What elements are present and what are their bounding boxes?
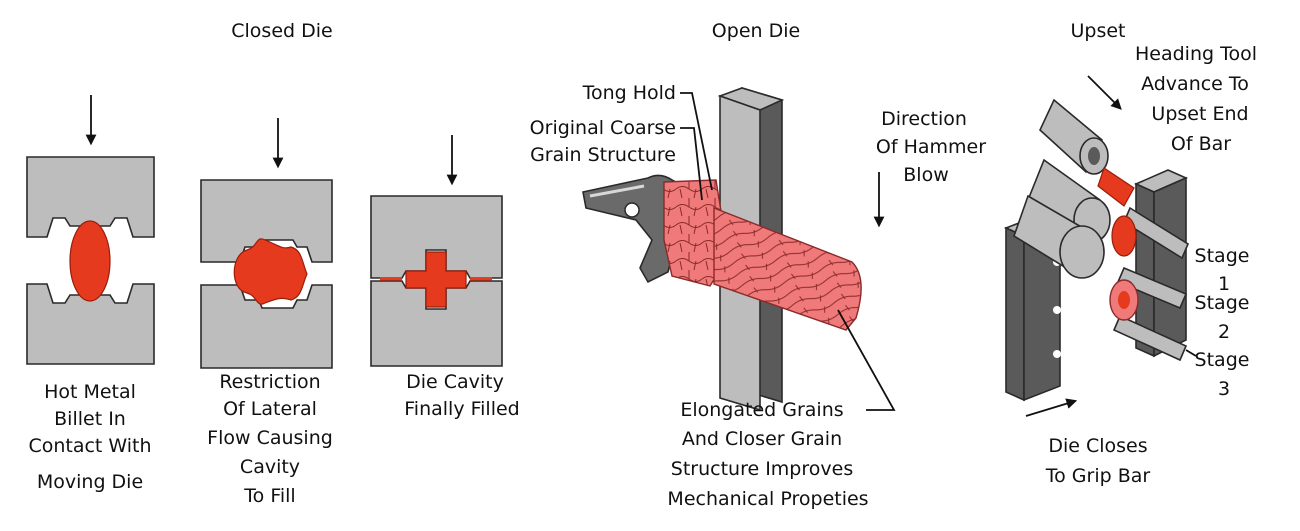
lower-die	[26, 283, 155, 365]
stage-3-label: Stage 3	[1195, 349, 1250, 400]
svg-text:Advance To: Advance To	[1141, 73, 1249, 95]
hot-billet	[69, 220, 111, 302]
svg-text:Die Closes: Die Closes	[1048, 435, 1147, 457]
svg-text:Hot Metal: Hot Metal	[44, 381, 136, 403]
hot-end-2	[1111, 215, 1137, 257]
svg-text:To Grip Bar: To Grip Bar	[1045, 465, 1151, 487]
svg-text:Upset End: Upset End	[1151, 103, 1248, 125]
closed-die-stage-2	[200, 118, 333, 369]
stage-1-label: Stage 1	[1195, 245, 1250, 295]
hammer-direction-label: Direction Of Hammer Blow	[876, 108, 986, 186]
heading-tool-3	[1013, 194, 1105, 279]
svg-text:2: 2	[1218, 321, 1230, 343]
die-closes-label: Die Closes To Grip Bar	[1045, 435, 1151, 487]
svg-text:Heading Tool: Heading Tool	[1135, 43, 1257, 65]
gripping-die-right	[1153, 176, 1187, 358]
svg-text:Blow: Blow	[903, 164, 948, 186]
tong-pivot-icon	[624, 202, 640, 218]
closed-die-stage-1	[26, 95, 155, 365]
svg-text:Of Lateral: Of Lateral	[223, 398, 317, 420]
upper-die	[26, 156, 155, 238]
open-die-title: Open Die	[712, 20, 800, 42]
leader-tong-hold	[680, 92, 713, 191]
svg-text:Stage: Stage	[1195, 292, 1250, 314]
svg-text:Billet In: Billet In	[54, 408, 126, 430]
svg-text:Direction: Direction	[881, 108, 967, 130]
svg-text:Stage: Stage	[1195, 245, 1250, 267]
tong-hold-label: Tong Hold	[582, 82, 676, 104]
filled-cavity	[405, 251, 467, 308]
svg-text:Finally Filled: Finally Filled	[404, 398, 519, 420]
svg-text:Flow Causing: Flow Causing	[207, 427, 333, 449]
svg-text:Grain Structure: Grain Structure	[530, 144, 676, 166]
closed-die-title: Closed Die	[231, 20, 332, 42]
elongated-grains-label: Elongated Grains And Closer Grain Struct…	[667, 399, 868, 510]
lower-die	[200, 284, 333, 369]
bar-stage-2	[1116, 266, 1188, 310]
svg-text:Die Cavity: Die Cavity	[406, 371, 504, 393]
closed-die-stage-3	[370, 135, 503, 367]
svg-text:Moving Die: Moving Die	[37, 471, 143, 493]
svg-text:Contact With: Contact With	[28, 435, 151, 457]
svg-text:Stage: Stage	[1195, 349, 1250, 371]
tool-advance-arrow-icon	[1087, 75, 1122, 110]
svg-text:Structure Improves: Structure Improves	[671, 458, 853, 480]
upset-assembly	[1003, 75, 1197, 417]
svg-text:1: 1	[1218, 273, 1230, 295]
heading-tool-1	[1039, 98, 1109, 175]
svg-text:Elongated Grains: Elongated Grains	[680, 399, 843, 421]
closed-die-stage-2-caption: Restriction Of Lateral Flow Causing Cavi…	[207, 371, 333, 507]
hot-billet	[233, 238, 308, 305]
svg-text:Mechanical Propeties: Mechanical Propeties	[667, 488, 868, 510]
closed-die-stage-3-caption: Die Cavity Finally Filled	[404, 371, 519, 420]
original-grain-label: Original Coarse Grain Structure	[530, 117, 676, 166]
open-die-assembly	[582, 86, 896, 412]
svg-text:Original Coarse: Original Coarse	[530, 117, 676, 139]
svg-text:And Closer Grain: And Closer Grain	[682, 428, 842, 450]
bar-stage-3	[1112, 314, 1188, 362]
closed-die-stage-1-caption: Hot Metal Billet In Contact With Moving …	[28, 381, 151, 493]
hot-end-1	[1097, 167, 1135, 207]
heading-tool-label: Heading Tool Advance To Upset End Of Bar	[1135, 43, 1257, 155]
stage-2-label: Stage 2	[1195, 292, 1250, 343]
elongated-bar	[713, 206, 862, 331]
svg-text:To Fill: To Fill	[243, 485, 295, 507]
upset-title: Upset	[1070, 20, 1125, 42]
svg-text:Of Hammer: Of Hammer	[876, 136, 986, 158]
leader-elongated	[837, 309, 896, 411]
svg-text:Cavity: Cavity	[240, 456, 300, 478]
leader-coarse	[680, 127, 703, 201]
die-close-arrow-icon	[1025, 398, 1078, 417]
svg-text:Restriction: Restriction	[219, 371, 320, 393]
svg-text:Of Bar: Of Bar	[1171, 133, 1231, 155]
svg-text:3: 3	[1218, 378, 1230, 400]
